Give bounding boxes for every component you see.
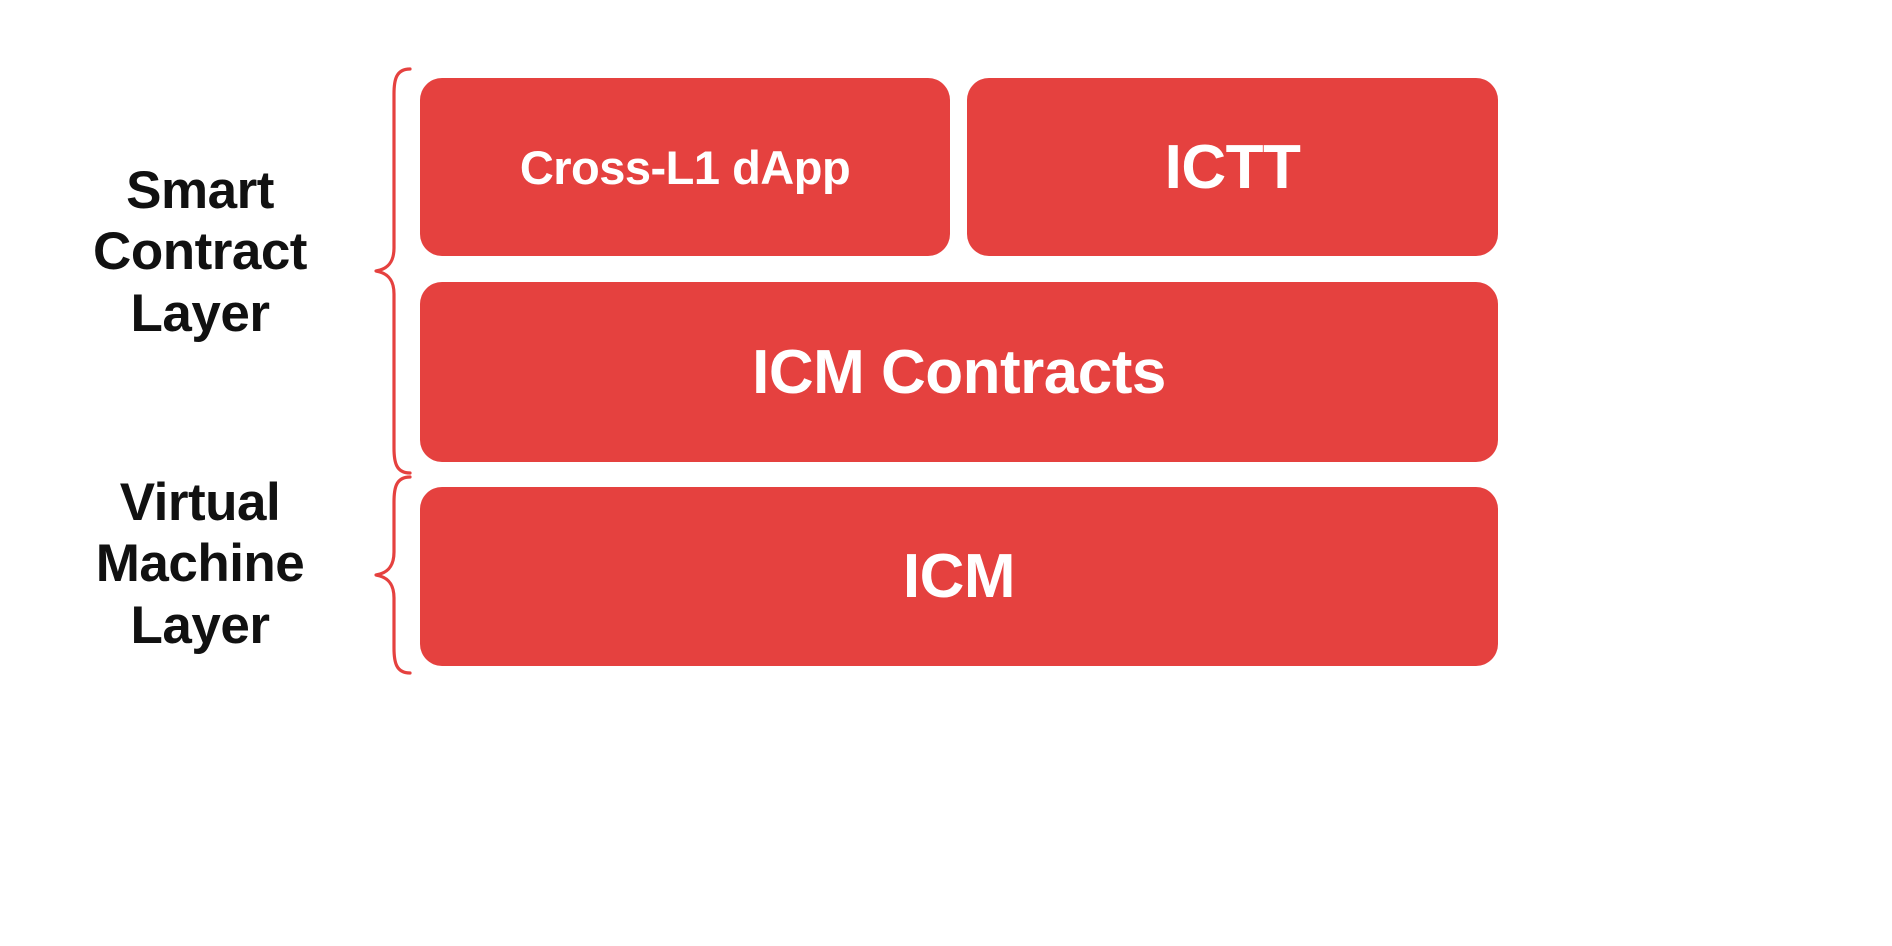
curly-brace-virtual-machine-icon <box>374 475 412 675</box>
box-ictt-label: ICTT <box>1164 132 1301 202</box>
box-icm-contracts[interactable]: ICM Contracts <box>420 282 1498 462</box>
box-icm-contracts-label: ICM Contracts <box>752 337 1166 407</box>
curly-brace-smart-contract-icon <box>374 67 412 475</box>
layer-label-virtual-machine: Virtual Machine Layer <box>95 473 305 655</box>
box-cross-l1-dapp-label: Cross-L1 dApp <box>519 140 851 194</box>
box-cross-l1-dapp[interactable]: Cross-L1 dApp <box>420 78 950 256</box>
layer-label-smart-contract: Smart Contract Layer <box>93 161 307 343</box>
box-icm-label: ICM <box>902 542 1016 611</box>
box-icm[interactable]: ICM <box>420 487 1498 666</box>
box-ictt[interactable]: ICTT <box>967 78 1498 256</box>
